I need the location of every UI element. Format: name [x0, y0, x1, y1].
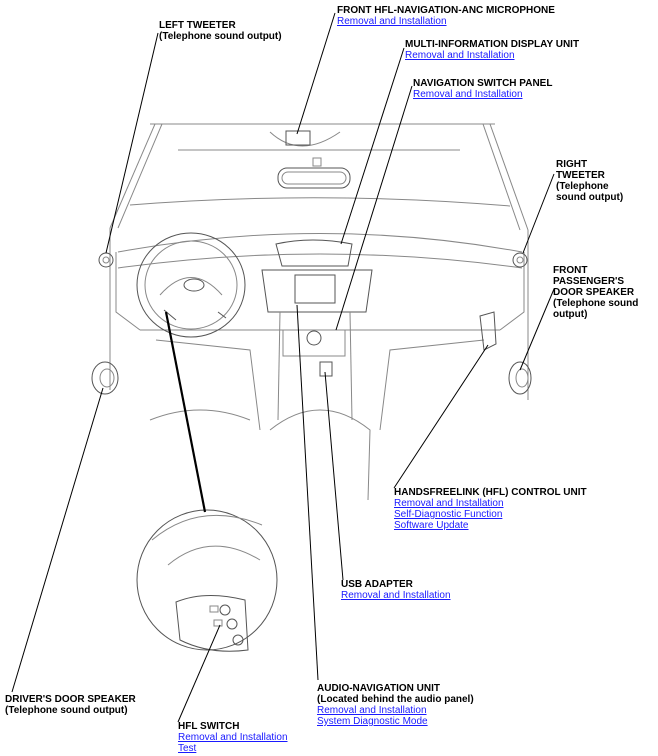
multi-information-display [275, 239, 353, 267]
steering-wheel [136, 232, 246, 338]
center-stack [261, 269, 373, 421]
navigation-switch-panel-callout: NAVIGATION SWITCH PANEL Removal and Inst… [413, 78, 552, 100]
dashboard-outline [109, 228, 529, 431]
audio-navigation-unit-diagnostic-link[interactable]: System Diagnostic Mode [317, 716, 428, 727]
front-microphone-title: FRONT HFL-NAVIGATION-ANC MICROPHONE [337, 5, 555, 16]
seat-outlines [149, 409, 371, 501]
hfl-switch-test-link[interactable]: Test [178, 743, 197, 754]
right-tweeter-line-1: RIGHT [556, 159, 588, 170]
usb-adapter-callout: USB ADAPTER Removal and Installation [341, 579, 451, 601]
front-passenger-speaker-line-1: FRONT [553, 265, 588, 276]
hfl-switch-callout: HFL SWITCH Removal and Installation Test [178, 721, 288, 754]
leader-lines [11, 12, 555, 723]
hfl-control-unit-self-diagnostic-link[interactable]: Self-Diagnostic Function [394, 509, 503, 520]
hfl-control-unit-software-update-link[interactable]: Software Update [394, 520, 469, 531]
hfl-control-unit-callout: HANDSFREELINK (HFL) CONTROL UNIT Removal… [394, 487, 587, 531]
hfl-switch-title: HFL SWITCH [178, 721, 240, 732]
drivers-door-speaker-title: DRIVER'S DOOR SPEAKER [5, 694, 136, 705]
front-passenger-speaker-line-5: output) [553, 309, 588, 320]
usb-adapter-title: USB ADAPTER [341, 579, 413, 590]
navigation-switch-panel-title: NAVIGATION SWITCH PANEL [413, 78, 553, 89]
multi-information-display-title: MULTI-INFORMATION DISPLAY UNIT [405, 39, 580, 50]
rearview-mirror [277, 167, 351, 189]
drivers-door-speaker [91, 361, 119, 395]
right-tweeter-line-4: sound output) [556, 192, 624, 203]
left-tweeter-subtitle: (Telephone sound output) [159, 31, 282, 42]
right-tweeter-callout: RIGHT TWEETER (Telephone sound output) [556, 159, 623, 203]
drivers-door-speaker-callout: DRIVER'S DOOR SPEAKER (Telephone sound o… [5, 694, 136, 716]
front-passenger-speaker-line-3: DOOR SPEAKER [553, 287, 635, 298]
passenger-door-speaker [508, 361, 532, 395]
hfl-control-unit [479, 311, 497, 351]
hfl-control-unit-removal-link[interactable]: Removal and Installation [394, 498, 504, 509]
usb-adapter-removal-link[interactable]: Removal and Installation [341, 590, 451, 601]
front-microphone-callout: FRONT HFL-NAVIGATION-ANC MICROPHONE Remo… [337, 5, 555, 27]
left-tweeter-title: LEFT TWEETER [159, 20, 236, 31]
multi-information-display-removal-link[interactable]: Removal and Installation [405, 50, 515, 61]
left-tweeter-callout: LEFT TWEETER (Telephone sound output) [159, 20, 282, 42]
left-tweeter [98, 252, 114, 268]
front-passenger-speaker-callout: FRONT PASSENGER'S DOOR SPEAKER (Telephon… [553, 265, 638, 320]
right-tweeter-line-3: (Telephone [556, 181, 609, 192]
front-passenger-speaker-line-2: PASSENGER'S [553, 276, 625, 287]
multi-information-display-callout: MULTI-INFORMATION DISPLAY UNIT Removal a… [405, 39, 579, 61]
right-tweeter [512, 252, 528, 268]
audio-navigation-unit-removal-link[interactable]: Removal and Installation [317, 705, 427, 716]
audio-navigation-unit-subtitle: (Located behind the audio panel) [317, 694, 474, 705]
windshield-outline [109, 123, 529, 231]
audio-navigation-unit-title: AUDIO-NAVIGATION UNIT [317, 683, 440, 694]
right-tweeter-line-2: TWEETER [556, 170, 605, 181]
hfl-switch-removal-link[interactable]: Removal and Installation [178, 732, 288, 743]
audio-navigation-unit-callout: AUDIO-NAVIGATION UNIT (Located behind th… [317, 683, 474, 727]
front-passenger-speaker-line-4: (Telephone sound [553, 298, 639, 309]
drivers-door-speaker-subtitle: (Telephone sound output) [5, 705, 128, 716]
front-microphone-removal-link[interactable]: Removal and Installation [337, 16, 447, 27]
microphone-housing [269, 130, 341, 167]
hfl-control-unit-title: HANDSFREELINK (HFL) CONTROL UNIT [394, 487, 587, 498]
navigation-switch-panel-removal-link[interactable]: Removal and Installation [413, 89, 523, 100]
hfl-switch-detail-circle [136, 509, 278, 652]
